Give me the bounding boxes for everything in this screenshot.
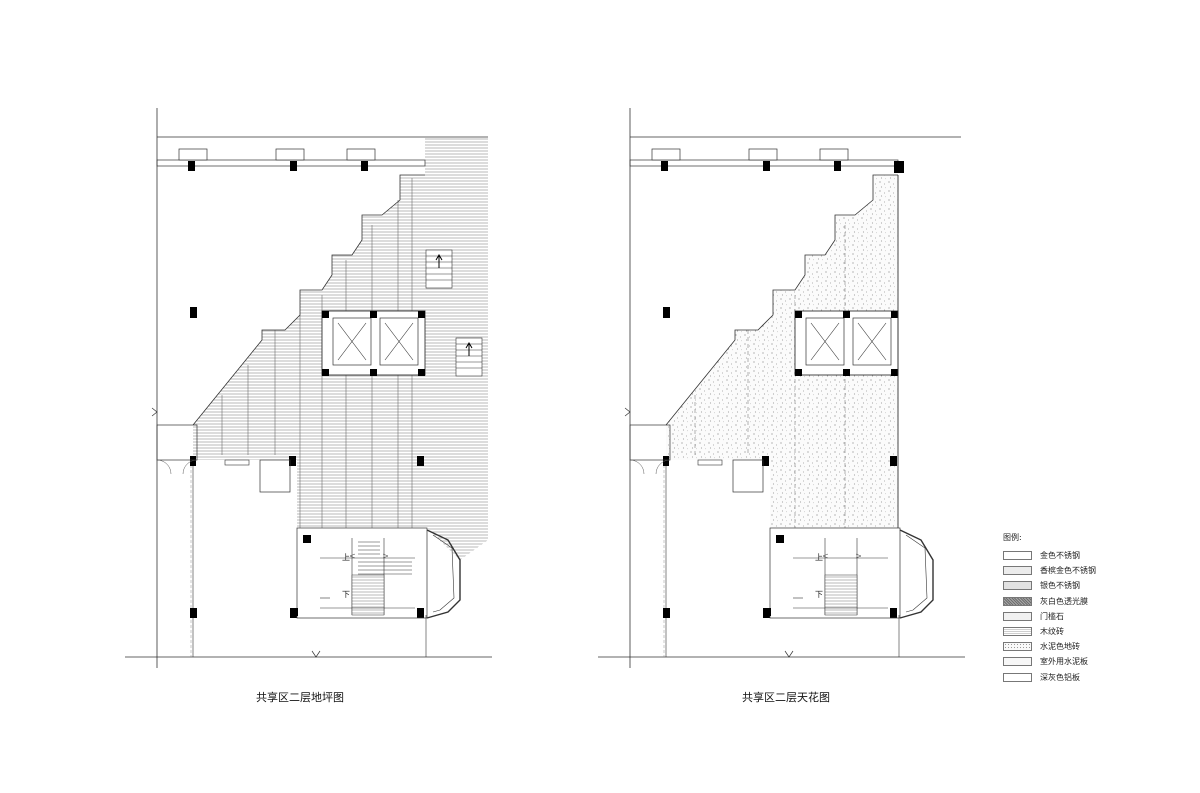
floor-joint-lines xyxy=(221,178,413,528)
legend-item: 水泥色地砖 xyxy=(1003,639,1096,654)
legend-item: 室外用水泥板 xyxy=(1003,654,1096,669)
stair-down-label: 下 xyxy=(342,590,350,599)
legend-swatch xyxy=(1003,611,1032,621)
legend-item: 深灰色铝板 xyxy=(1003,670,1096,685)
legend-swatch xyxy=(1003,627,1032,637)
legend-label: 深灰色铝板 xyxy=(1040,672,1080,682)
legend-swatch xyxy=(1003,672,1032,682)
legend-item: 门槛石 xyxy=(1003,609,1096,624)
legend-label: 香槟金色不锈钢 xyxy=(1040,566,1096,576)
legend-swatch xyxy=(1003,642,1032,652)
interior-stair-treads xyxy=(358,541,412,575)
floor-plan-title: 共享区二层地坪图 xyxy=(256,691,344,704)
legend-item: 金色不锈钢 xyxy=(1003,548,1096,563)
stair-up-label: 上 xyxy=(342,553,350,562)
legend-swatch xyxy=(1003,596,1032,606)
legend-label: 木纹砖 xyxy=(1040,627,1064,637)
legend-label: 银色不锈钢 xyxy=(1040,581,1080,591)
legend-swatch xyxy=(1003,566,1032,576)
stair-down-label: 下 xyxy=(815,590,823,599)
legend-label: 室外用水泥板 xyxy=(1040,657,1088,667)
legend-swatch xyxy=(1003,581,1032,591)
exterior-stairs xyxy=(425,249,483,377)
legend-item: 木纹砖 xyxy=(1003,624,1096,639)
floor-plan-drawing: 上 下 xyxy=(124,107,493,669)
legend-label: 水泥色地砖 xyxy=(1040,642,1080,652)
stair-up-label: 上 xyxy=(815,553,823,562)
ceiling-plan-drawing: 上 下 xyxy=(597,107,966,669)
legend-label: 金色不锈钢 xyxy=(1040,551,1080,561)
material-legend: 图例: 金色不锈钢 香槟金色不锈钢 银色不锈钢 灰白色透光膜 门槛石 木纹砖 水… xyxy=(1003,532,1096,685)
legend-item: 银色不锈钢 xyxy=(1003,578,1096,593)
legend-item: 灰白色透光膜 xyxy=(1003,594,1096,609)
wood-tile-floor-area xyxy=(193,175,425,528)
legend-title: 图例: xyxy=(1003,533,1022,542)
ceiling-plan-title: 共享区二层天花图 xyxy=(742,691,830,704)
legend-label: 门槛石 xyxy=(1040,611,1064,621)
legend-swatch xyxy=(1003,657,1032,667)
cement-board-ceiling-area xyxy=(666,175,898,528)
legend-item: 香槟金色不锈钢 xyxy=(1003,563,1096,578)
legend-swatch xyxy=(1003,551,1032,561)
legend-label: 灰白色透光膜 xyxy=(1040,596,1088,606)
